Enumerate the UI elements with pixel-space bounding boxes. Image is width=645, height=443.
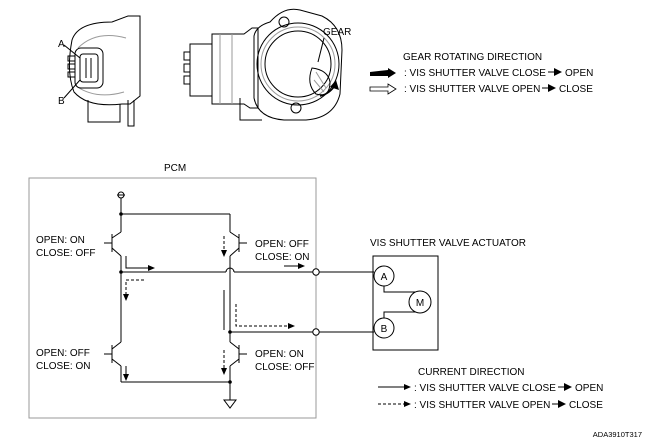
transistor-top-right xyxy=(229,231,247,332)
gear-legend-close: CLOSE xyxy=(559,84,593,95)
current-legend-open-close: : VIS SHUTTER VALVE OPEN xyxy=(414,400,550,411)
gear-legend-open-close: : VIS SHUTTER VALVE OPEN xyxy=(404,84,540,95)
tr-top-right-line1: OPEN: OFF xyxy=(255,239,309,250)
pin-a-leader xyxy=(63,44,81,59)
current-legend-title: CURRENT DIRECTION xyxy=(418,367,524,378)
motor-icon xyxy=(408,290,432,314)
gear-rotation-legend: GEAR ROTATING DIRECTION : VIS SHUTTER VA… xyxy=(369,52,593,95)
solid-rotation-arrow-icon xyxy=(370,68,396,78)
pcm-box xyxy=(28,177,317,419)
gear-legend-title: GEAR ROTATING DIRECTION xyxy=(403,52,542,63)
figure-code: ADA3910T317 xyxy=(593,430,642,439)
tr-bottom-left-line1: OPEN: OFF xyxy=(36,348,90,359)
h-bridge-circuit xyxy=(104,191,313,409)
pin-b-leader xyxy=(63,79,81,99)
gear-legend-open: OPEN xyxy=(565,68,593,79)
current-legend-close: CLOSE xyxy=(569,400,603,411)
arrow-head-icon xyxy=(558,400,566,408)
current-direction-legend: CURRENT DIRECTION : VIS SHUTTER VALVE CL… xyxy=(378,367,603,411)
transistor-bottom-right xyxy=(229,332,247,382)
tr-bottom-right-line1: OPEN: ON xyxy=(255,349,304,360)
current-legend-close-open: : VIS SHUTTER VALVE CLOSE xyxy=(414,383,556,394)
actuator-gear-view xyxy=(183,8,343,121)
motor-label: M xyxy=(416,298,424,309)
arrow-head-icon xyxy=(554,68,562,76)
tr-top-left-line2: CLOSE: OFF xyxy=(36,248,95,259)
ground-icon xyxy=(223,399,237,409)
current-legend-open: OPEN xyxy=(575,383,603,394)
tr-bottom-right-line2: CLOSE: OFF xyxy=(255,362,314,373)
pcm-terminal-b xyxy=(312,328,320,336)
actuator-terminal-a-label: A xyxy=(381,272,388,283)
actuator-terminal-b-label: B xyxy=(381,324,388,335)
pin-a-label: A xyxy=(58,39,65,50)
hollow-rotation-arrow-icon xyxy=(369,83,397,95)
actuator-box xyxy=(372,255,439,351)
pin-b-label: B xyxy=(58,96,65,107)
actuator-label: VIS SHUTTER VALVE ACTUATOR xyxy=(370,238,526,249)
pcm-terminal-a xyxy=(312,268,320,276)
gear-label: GEAR xyxy=(323,27,351,38)
tr-top-right-line2: CLOSE: ON xyxy=(255,252,309,263)
gear-legend-close-open: : VIS SHUTTER VALVE CLOSE xyxy=(404,68,546,79)
arrow-head-icon xyxy=(548,84,556,92)
current-arrows xyxy=(123,236,305,381)
pcm-label: PCM xyxy=(164,163,186,174)
actuator-connector-view xyxy=(67,15,141,127)
tr-top-left-line1: OPEN: ON xyxy=(36,235,85,246)
arrow-head-icon xyxy=(564,383,572,391)
gear-leader xyxy=(317,37,325,63)
transistor-top-left xyxy=(104,231,122,272)
tr-bottom-left-line2: CLOSE: ON xyxy=(36,361,90,372)
transistor-bottom-left xyxy=(104,272,122,382)
